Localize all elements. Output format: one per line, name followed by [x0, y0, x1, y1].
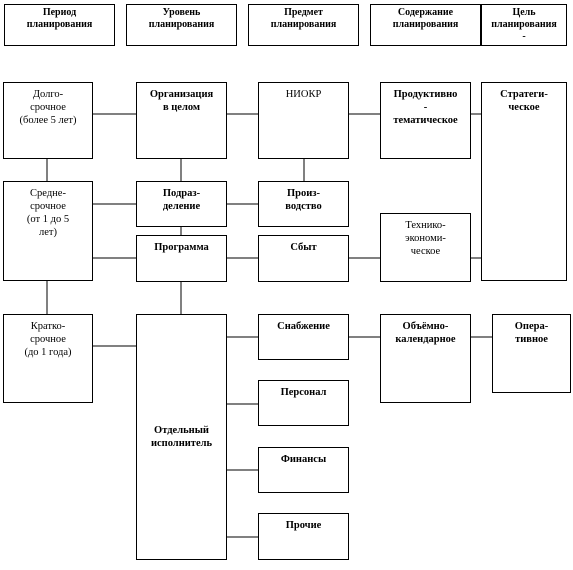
- goal-operative: Опера- тивное: [492, 314, 571, 393]
- header-goal-line3: -: [522, 31, 526, 42]
- period-long-line3: (более 5 лет): [19, 115, 77, 126]
- content-product-thematic: Продуктивно - тематическое: [380, 82, 471, 159]
- period-medium: Средне- срочное (от 1 до 5 лет): [3, 181, 93, 281]
- header-period: Период планирования: [4, 4, 115, 46]
- header-goal-line2: планирования: [491, 19, 557, 30]
- level-program-line1: Программа: [154, 242, 209, 253]
- goal-operative-line2: тивное: [515, 334, 548, 345]
- header-level: Уровень планирования: [126, 4, 237, 46]
- subject-sales: Сбыт: [258, 235, 349, 282]
- header-period-line1: Период: [42, 7, 77, 18]
- header-level-line2: планирования: [148, 19, 215, 30]
- goal-strategic: Стратеги- ческое: [481, 82, 567, 281]
- level-executor: Отдельный исполнитель: [136, 314, 227, 560]
- subject-finance-line1: Финансы: [280, 454, 327, 465]
- period-short: Кратко- срочное (до 1 года): [3, 314, 93, 403]
- period-short-line3: (до 1 года): [24, 347, 72, 358]
- subject-other: Прочие: [258, 513, 349, 560]
- subject-finance: Финансы: [258, 447, 349, 493]
- content-volume-calendar: Объёмно- календарное: [380, 314, 471, 403]
- goal-operative-line1: Опера-: [514, 321, 549, 332]
- content-volume-line2: календарное: [395, 334, 456, 345]
- header-content-line2: планирования: [392, 19, 459, 30]
- period-short-line2: срочное: [30, 334, 66, 345]
- subject-personnel: Персонал: [258, 380, 349, 426]
- subject-sales-line1: Сбыт: [290, 242, 317, 253]
- content-product-line2: -: [423, 102, 428, 113]
- period-medium-line1: Средне-: [30, 188, 66, 199]
- period-long-line1: Долго-: [32, 89, 64, 100]
- content-tech-line2: экономи-: [405, 233, 446, 244]
- header-subject: Предмет планирования: [248, 4, 359, 46]
- period-long-line2: срочное: [30, 102, 66, 113]
- subject-personnel-line1: Персонал: [280, 387, 327, 398]
- subject-other-line1: Прочие: [285, 520, 322, 531]
- content-tech-line1: Технико-: [405, 220, 446, 231]
- period-medium-line2: срочное: [30, 201, 66, 212]
- level-executor-line1: Отдельный: [154, 425, 209, 436]
- content-product-line3: тематическое: [393, 115, 458, 126]
- level-organization: Организация в целом: [136, 82, 227, 159]
- header-subject-line2: планирования: [270, 19, 337, 30]
- subject-production-line2: водство: [285, 201, 322, 212]
- content-product-line1: Продуктивно: [393, 89, 458, 100]
- level-division-line1: Подраз-: [162, 188, 201, 199]
- header-subject-line1: Предмет: [284, 7, 323, 18]
- level-division-line2: деление: [162, 201, 201, 212]
- content-technical-economic: Технико- экономи- ческое: [380, 213, 471, 282]
- goal-strategic-line1: Стратеги-: [500, 89, 548, 100]
- header-goal-line1: Цель: [512, 7, 536, 18]
- level-division: Подраз- деление: [136, 181, 227, 227]
- subject-supply-line1: Снабжение: [277, 321, 330, 332]
- header-period-line2: планирования: [26, 19, 93, 30]
- period-short-line1: Кратко-: [30, 321, 66, 332]
- subject-production-line1: Произ-: [286, 188, 321, 199]
- level-program: Программа: [136, 235, 227, 282]
- header-level-line1: Уровень: [162, 7, 201, 18]
- level-executor-line2: исполнитель: [150, 438, 213, 449]
- level-organization-line2: в целом: [162, 102, 201, 113]
- subject-niokr-line1: НИОКР: [285, 89, 322, 100]
- goal-strategic-line2: ческое: [508, 102, 540, 113]
- subject-production: Произ- водство: [258, 181, 349, 227]
- header-content: Содержание планирования: [370, 4, 481, 46]
- content-volume-line1: Объёмно-: [402, 321, 449, 332]
- period-medium-line4: лет): [39, 227, 57, 238]
- level-organization-line1: Организация: [149, 89, 214, 100]
- header-goal: Цель планирования -: [481, 4, 567, 46]
- subject-supply: Снабжение: [258, 314, 349, 360]
- header-content-line1: Содержание: [397, 7, 454, 18]
- period-long: Долго- срочное (более 5 лет): [3, 82, 93, 159]
- period-medium-line3: (от 1 до 5: [26, 214, 70, 225]
- subject-niokr: НИОКР: [258, 82, 349, 159]
- content-tech-line3: ческое: [410, 246, 441, 257]
